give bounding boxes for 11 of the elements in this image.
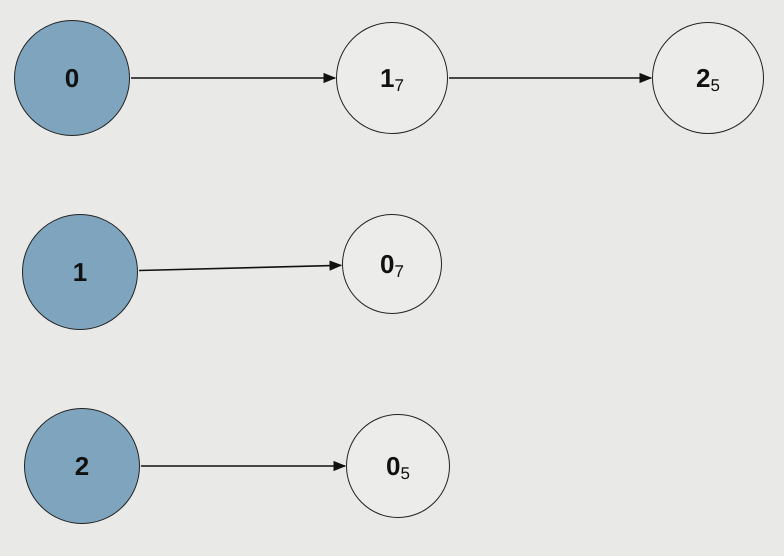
node-label: 2 [74, 453, 90, 479]
node-label: 0$_{7}$ [380, 251, 404, 277]
node-label: 2$_{5}$ [696, 65, 720, 91]
node-label: 1 [72, 259, 88, 285]
node-label: 0$_{5}$ [386, 453, 410, 479]
node-label: 0 [64, 65, 80, 91]
arrow [141, 460, 346, 472]
node-label: 1$_{7}$ [380, 65, 404, 91]
arrow [131, 72, 336, 84]
arrow [449, 72, 652, 84]
arrow [138, 260, 342, 272]
